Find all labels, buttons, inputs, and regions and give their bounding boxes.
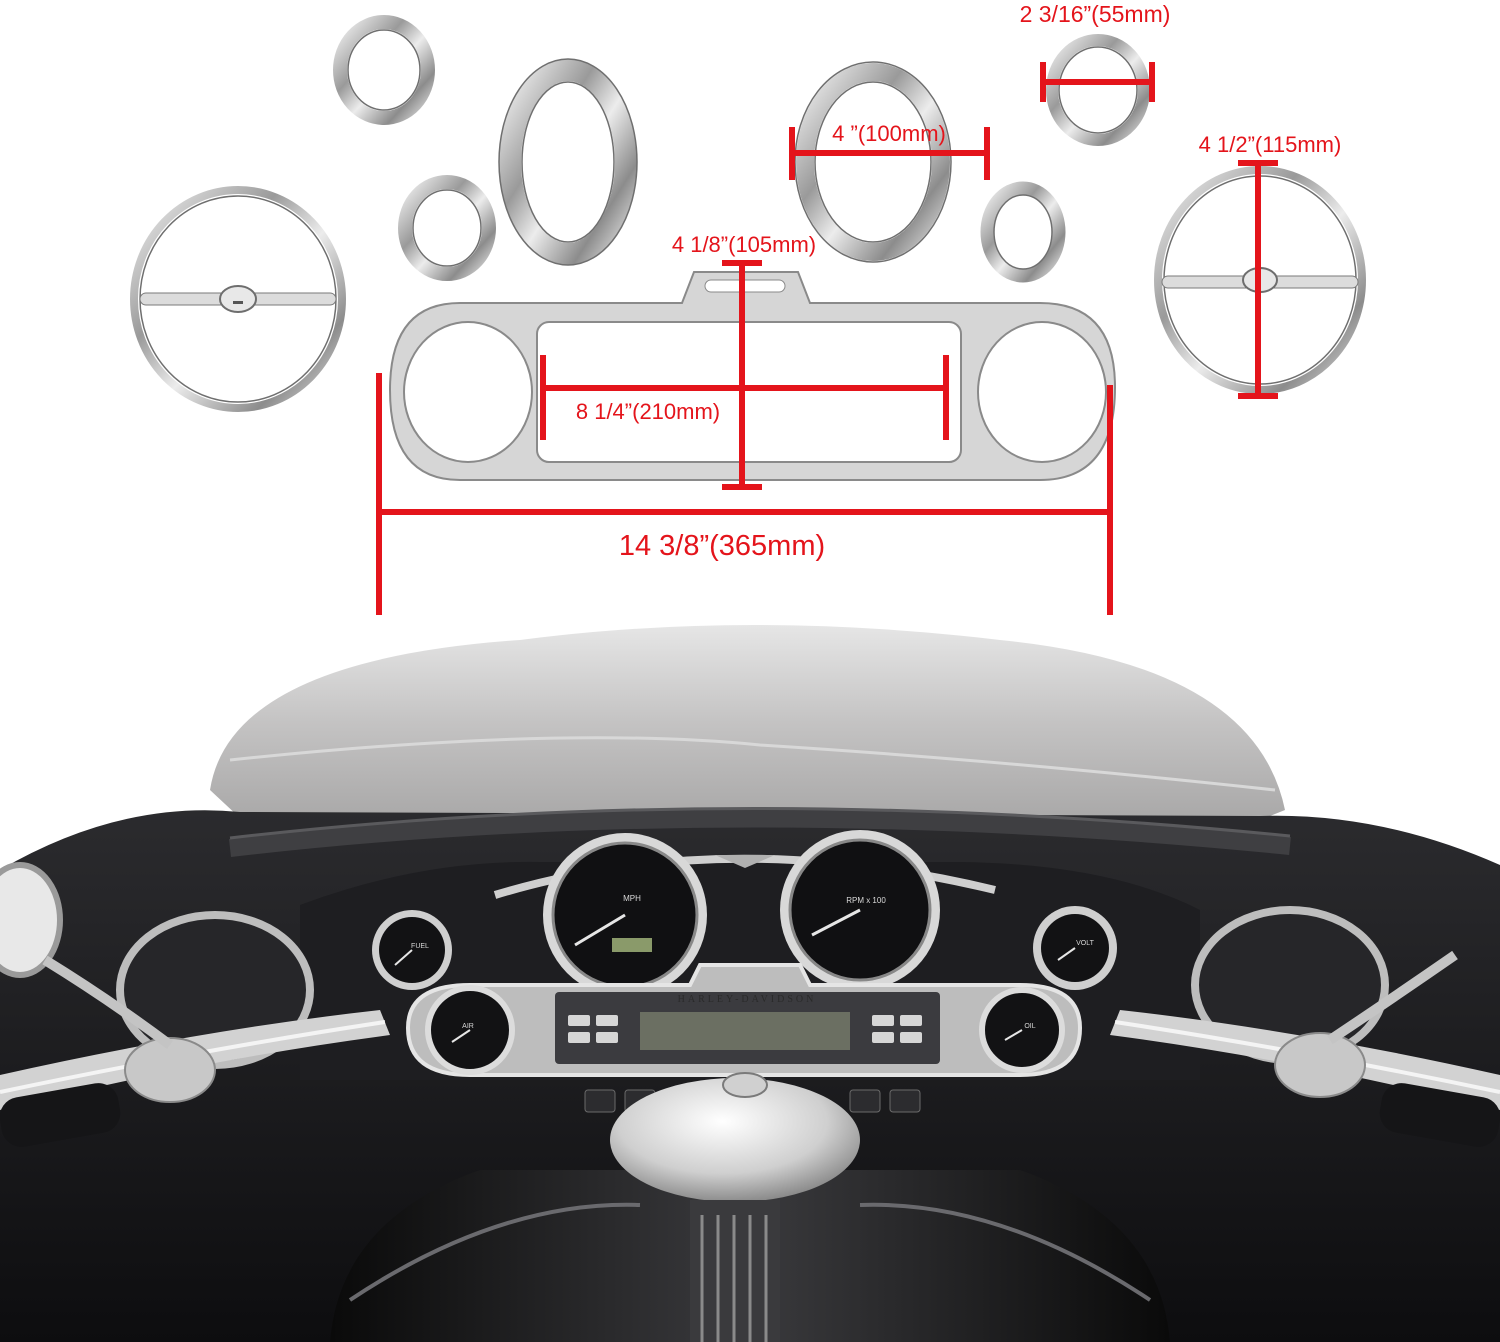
speedometer: MPH [543, 833, 707, 997]
tachometer-unit: RPM x 100 [846, 896, 886, 905]
volt-label: VOLT [1076, 940, 1094, 947]
dim-label-bezel-total-width: 14 3/8”(365mm) [619, 530, 825, 562]
dimension-lines [376, 62, 1278, 615]
stereo-brand: HARLEY-DAVIDSON [678, 994, 817, 1005]
fuel-gauge-ring [398, 175, 496, 281]
speedometer-ring [498, 58, 638, 266]
windshield [210, 625, 1285, 820]
dim-label-speaker-ring: 4 1/2”(115mm) [1199, 132, 1342, 157]
dim-label-small-ring: 2 3/16”(55mm) [1020, 1, 1171, 27]
motorcycle-dashboard-photo: MPH RPM x 100 FUEL VOLT [0, 625, 1500, 1342]
left-grip [0, 1083, 121, 1147]
stereo-bezel [388, 271, 1117, 481]
fuel-label: FUEL [411, 943, 429, 950]
fuel-gauge: FUEL [372, 910, 452, 990]
svg-text:▬: ▬ [233, 296, 243, 307]
trim-ring-set: ▬ [130, 15, 1366, 481]
right-switch-housing [1274, 1032, 1366, 1098]
tachometer-ring [794, 61, 952, 263]
left-mirror [0, 862, 63, 978]
dim-label-bezel-height: 4 1/8”(105mm) [672, 232, 816, 257]
small-gauge-ring [333, 15, 435, 125]
chrome-dome [610, 1078, 860, 1202]
volt-gauge-ring [980, 181, 1066, 283]
right-grip [1379, 1083, 1500, 1147]
tiny-gauge-ring [1046, 34, 1150, 146]
left-speaker-grill: ▬ [130, 186, 346, 412]
dim-label-bezel-inner-width: 8 1/4”(210mm) [576, 399, 720, 424]
left-switch-housing [124, 1037, 216, 1103]
dim-label-medium-ring: 4 ”(100mm) [832, 121, 946, 146]
tachometer: RPM x 100 [780, 830, 940, 990]
speedometer-unit: MPH [623, 894, 641, 903]
air-label: AIR [462, 1023, 474, 1030]
oil-label: OIL [1024, 1023, 1035, 1030]
installed-stereo-bezel: HARLEY-DAVIDSON AIR OIL [405, 963, 1083, 1077]
volt-gauge: VOLT [1033, 906, 1117, 990]
